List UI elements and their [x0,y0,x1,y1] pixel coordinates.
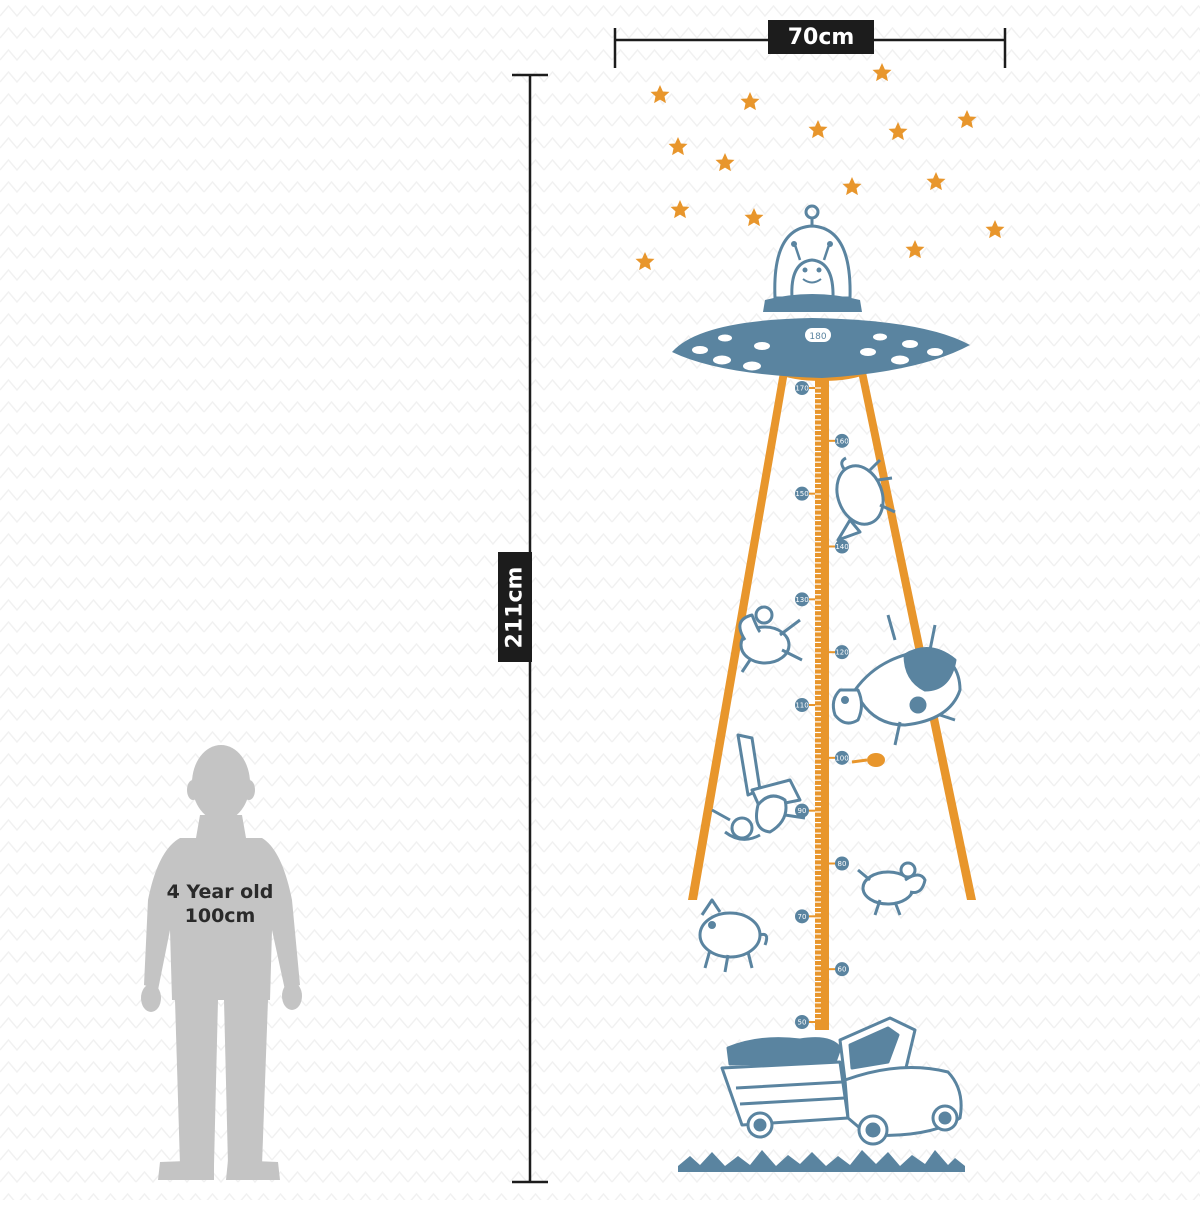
falling-orange-icon [851,753,885,767]
ruler-mark: 130 [795,592,815,607]
alien-icon [790,241,835,300]
ruler-mark: 160 [829,433,849,448]
width-dimension-label: 70cm [768,20,874,54]
ruler-mark: 120 [829,645,849,660]
truck-icon [720,1016,963,1146]
height-ruler: 170 160 150 140 130 120 110 100 90 80 70 60 50 [795,380,849,1030]
ruler-mark-label: 80 [838,860,847,868]
ruler-mark-label: 150 [795,490,808,498]
ruler-mark-label: 140 [835,543,848,551]
ruler-mark-label: 60 [838,966,847,974]
ruler-mark-badge [835,433,849,448]
ruler-mark-badge [795,909,809,924]
ruler-mark-badge [795,486,809,501]
ruler-mark: 100 [829,750,849,765]
height-dimension-text: 211cm [502,566,528,648]
ruler-mark-label: 110 [795,702,808,710]
height-dimension-label: 211cm [498,552,532,662]
pig-icon [835,456,896,542]
ruler-mark: 70 [795,909,815,924]
ruler-mark: 150 [795,486,815,501]
ruler-mark-label: 50 [798,1019,807,1027]
ruler-mark-badge [795,381,809,395]
ruler-mark-badge [835,856,849,871]
ruler-mark-label: 130 [795,596,808,604]
cow-icon [831,614,962,746]
ruler-mark-label: 170 [795,385,808,393]
ruler-mark-badge [795,1015,809,1029]
ruler-mark-label: 100 [835,754,848,762]
ruler-mark-badge [795,698,809,712]
ruler-mark-label: 70 [798,913,807,921]
grass-icon [678,1150,965,1172]
ruler-mark-badge [835,539,849,554]
ruler-mark-label: 120 [835,649,848,657]
ruler-mark: 60 [829,962,849,977]
chicken-icon [857,861,927,916]
ruler-mark-badge [795,803,809,818]
ruler-mark: 110 [795,698,815,712]
child-caption: 4 Year old 100cm [150,880,290,928]
ruler-mark: 140 [829,539,849,554]
pig-icon [698,898,769,973]
ruler-mark: 80 [829,856,849,871]
child-height-label: 100cm [184,905,256,927]
ruler-mark-label: 90 [798,807,807,815]
ruler-mark-badge [835,750,849,765]
ruler-mark-badge [795,592,809,607]
ruler-mark: 170 [795,381,815,395]
ruler-mark: 50 [795,1015,815,1029]
farmer-icon [711,733,806,841]
ufo-icon: 180 [672,204,970,378]
ruler-top-label: 180 [809,332,826,342]
child-age-label: 4 Year old [166,881,274,903]
ruler-mark-badge [835,962,849,977]
chicken-icon [738,605,803,673]
ruler-mark-label: 160 [835,437,848,445]
child-silhouette-icon [141,745,302,1180]
ruler-mark-badge [835,645,849,660]
ruler-mark: 90 [795,803,815,818]
